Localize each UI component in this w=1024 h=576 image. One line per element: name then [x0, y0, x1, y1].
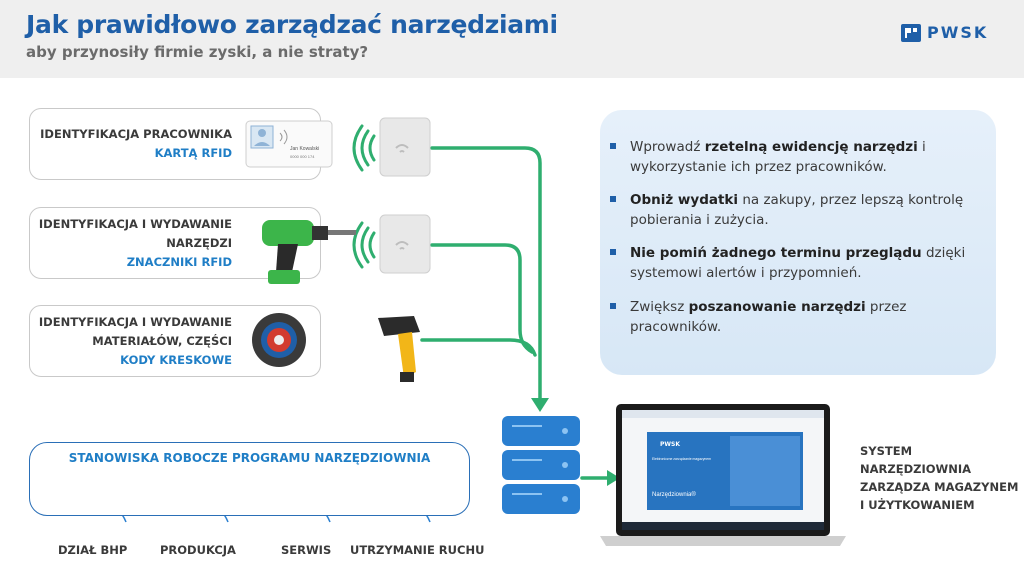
workstation-label: DZIAŁ BHP	[58, 543, 128, 557]
workstations-box: STANOWISKA ROBOCZE PROGRAMU NARZĘDZIOWNI…	[29, 442, 470, 516]
benefit-bold: rzetelną ewidencję narzędzi	[704, 139, 918, 155]
flow-line-rfid-tag	[430, 243, 534, 354]
bullet-square-icon	[610, 196, 616, 202]
workstation-label: SERWIS	[281, 543, 332, 557]
benefit-text: Wprowadź	[630, 139, 705, 155]
workstations-title: STANOWISKA ROBOCZE PROGRAMU NARZĘDZIOWNI…	[68, 451, 431, 465]
card-number: 0000 000 174	[290, 154, 315, 159]
id-box-highlight: ZNACZNIKI RFID	[126, 254, 232, 269]
benefit-bold: Nie pomiń żadnego terminu przeglądu	[630, 245, 922, 261]
bullet-square-icon	[610, 143, 616, 149]
benefit-bold: poszanowanie narzędzi	[688, 299, 866, 315]
rfid-card-icon	[245, 120, 333, 168]
flow-line-barcode	[420, 338, 537, 357]
server-stack-icon	[502, 416, 580, 514]
card-holder-name: Jan Kowalski	[290, 146, 319, 152]
benefit-text: przez pracowników.	[630, 299, 907, 335]
id-box-line2: NARZĘDZI	[166, 235, 232, 250]
flow-line-rfid-card	[430, 146, 542, 404]
system-label-line: SYSTEM	[860, 444, 913, 458]
system-label-line: I UŻYTKOWANIEM	[860, 498, 975, 512]
pwsk-logo-icon	[901, 23, 921, 42]
id-box-line2: MATERIAŁÓW, CZĘŚCI	[92, 333, 232, 348]
id-box-highlight: KODY KRESKOWE	[120, 352, 232, 367]
page-subtitle: aby przynosiły firmie zyski, a nie strat…	[26, 43, 369, 61]
benefit-text: dzięki systemowi alertów i przypomnień.	[630, 245, 966, 281]
laptop-icon	[600, 404, 846, 546]
rfid-reader-icon	[352, 117, 431, 177]
benefit-text: i wykorzystanie ich przez pracowników.	[630, 139, 926, 175]
rfid-reader-icon	[352, 214, 431, 274]
benefit-text: Zwiększ	[630, 299, 689, 315]
benefits-panel: Wprowadź rzetelną ewidencję narzędzi i w…	[600, 110, 996, 375]
bullet-square-icon	[610, 303, 616, 309]
arrow-head-right	[607, 470, 620, 486]
header-bar	[0, 0, 1024, 78]
system-label-line: NARZĘDZIOWNIA	[860, 462, 972, 476]
logo-text: PWSK	[927, 23, 989, 42]
workstation-label: UTRZYMANIE RUCHU	[350, 543, 485, 557]
id-box-line1: IDENTYFIKACJA I WYDAWANIE	[38, 314, 232, 329]
bullet-square-icon	[610, 249, 616, 255]
pwsk-logo: PWSK	[901, 23, 988, 42]
system-label-line: ZARZĄDZA MAGAZYNEM	[860, 480, 1019, 494]
flap-disc-icon	[252, 313, 306, 367]
id-box-line1: IDENTYFIKACJA I WYDAWANIE	[38, 216, 232, 231]
screen-heading: Elektroniczne zarządzanie magazynem	[652, 457, 711, 461]
power-drill-icon	[262, 220, 356, 284]
benefit-item: Obniż wydatki na zakupy, przez lepszą ko…	[610, 190, 980, 230]
screen-product: Narzędziownia®	[652, 491, 696, 498]
workstation-label: PRODUKCJA	[160, 543, 236, 557]
benefit-item: Wprowadź rzetelną ewidencję narzędzi i w…	[610, 137, 980, 177]
arrow-head-down	[531, 398, 549, 412]
page-title: Jak prawidłowo zarządzać narzędziami	[26, 10, 558, 39]
screen-logo: PWSK	[660, 441, 680, 448]
system-label: SYSTEM NARZĘDZIOWNIA ZARZĄDZA MAGAZYNEM …	[860, 442, 1018, 514]
benefit-text: na zakupy, przez lepszą kontrolę pobiera…	[630, 192, 964, 228]
benefit-item: Zwiększ poszanowanie narzędzi przez prac…	[610, 297, 980, 337]
benefit-bold: Obniż wydatki	[630, 192, 739, 208]
benefit-item: Nie pomiń żadnego terminu przeglądu dzię…	[610, 243, 980, 283]
barcode-scanner-icon	[378, 316, 420, 382]
id-box-highlight: KARTĄ RFID	[154, 146, 232, 160]
flow-lines	[420, 146, 612, 480]
id-box-line1: IDENTYFIKACJA PRACOWNIKA	[40, 127, 232, 141]
